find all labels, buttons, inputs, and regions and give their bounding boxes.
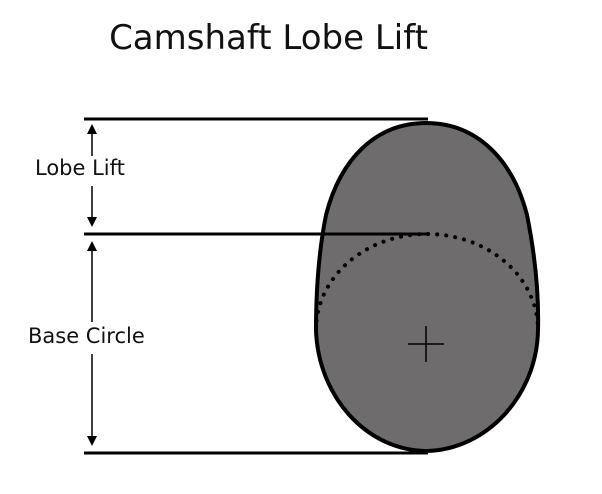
lobe-lift-label: Lobe Lift (33, 156, 127, 180)
base-circle-label: Base Circle (26, 324, 147, 348)
diagram-title: Camshaft Lobe Lift (109, 18, 428, 58)
cam-lobe (313, 120, 541, 454)
